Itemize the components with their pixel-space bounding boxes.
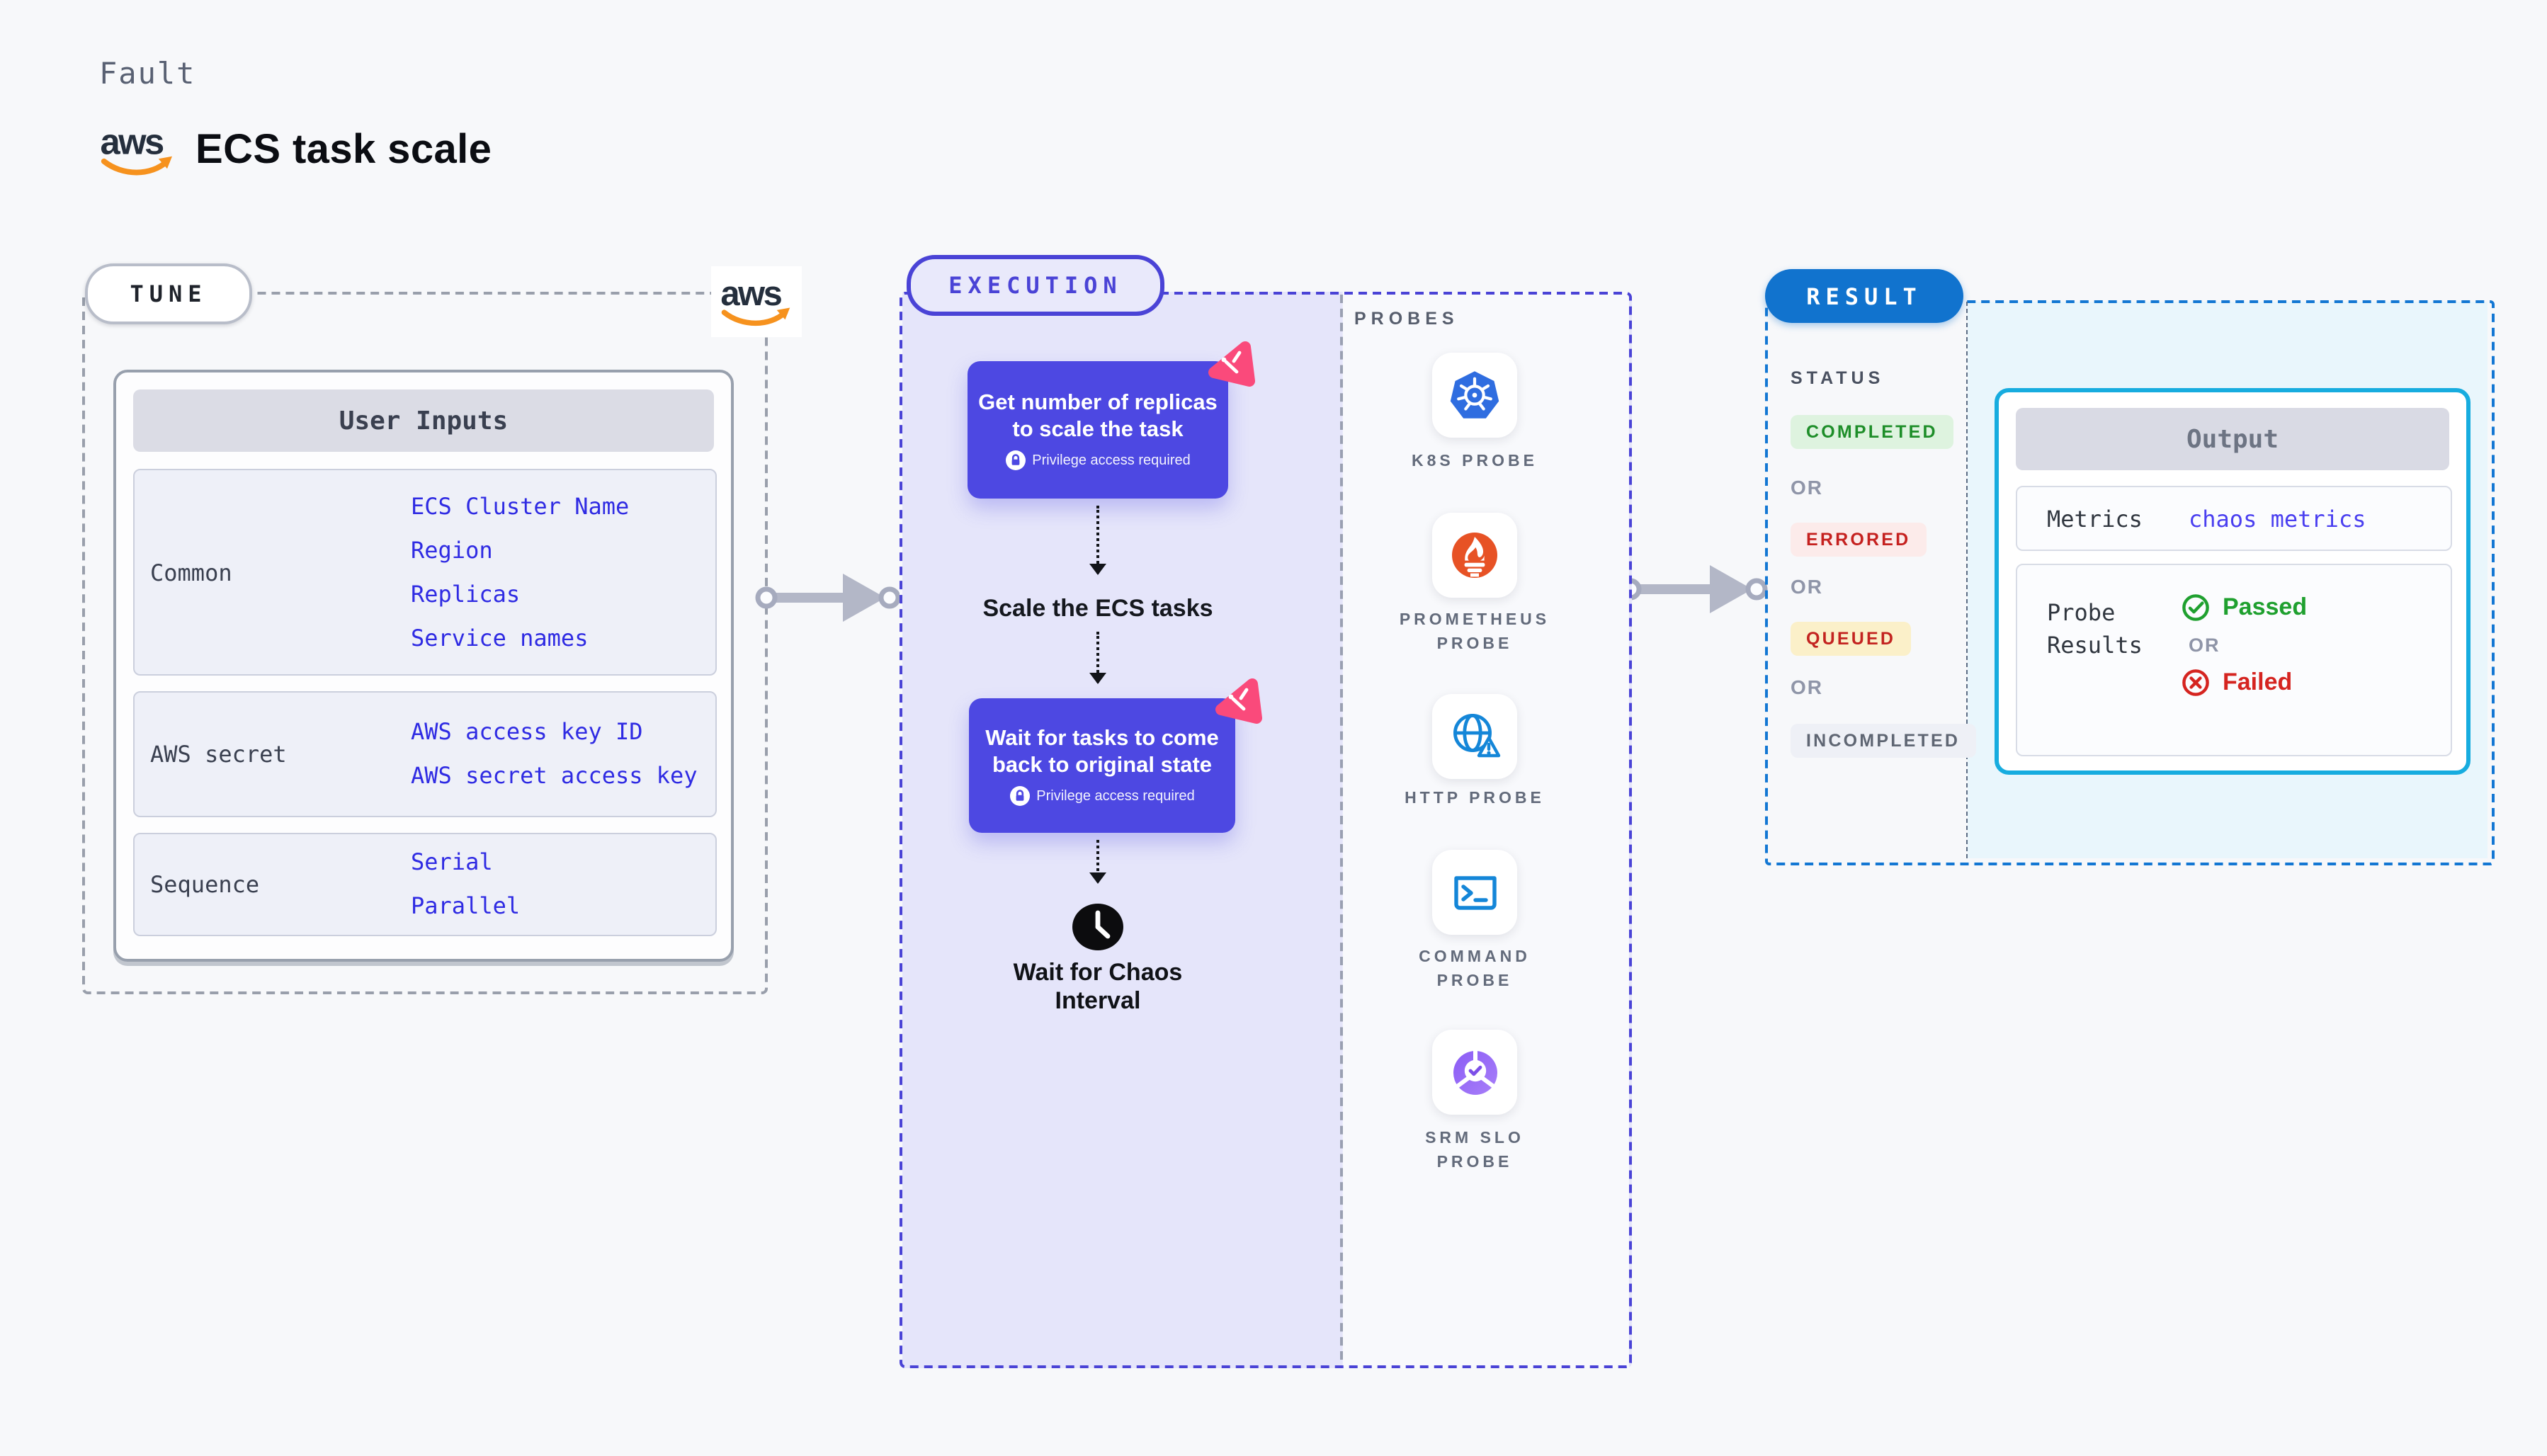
- metrics-value: chaos metrics: [2189, 505, 2366, 532]
- aws-wordmark: aws: [101, 121, 164, 161]
- step-card-text: Wait for tasks to come back to original …: [985, 727, 1219, 778]
- row-values: Serial Parallel: [411, 834, 715, 935]
- clock-icon: [1072, 904, 1123, 950]
- chaos-ribbon-icon: [1215, 678, 1262, 724]
- prometheus-icon: [1452, 533, 1497, 578]
- probe-results-label: Probe Results: [2047, 599, 2143, 659]
- probes-heading: PROBES: [1354, 309, 1459, 329]
- result-pill: RESULT: [1765, 269, 1963, 323]
- tune-to-execution-arrow: [755, 574, 900, 622]
- input-value: Serial: [411, 848, 493, 875]
- or-separator: OR: [2189, 635, 2220, 656]
- probe-label: K8S PROBE: [1412, 453, 1538, 470]
- flow-arrow-down: [1089, 632, 1106, 684]
- user-inputs-table: User Inputs Common ECS Cluster Name Regi…: [113, 370, 734, 962]
- input-value: Service names: [411, 624, 589, 651]
- wait-chaos-interval-label: Wait for Chaos Interval: [1013, 959, 1183, 1014]
- input-value: Region: [411, 536, 493, 563]
- probe-card-srm-slo: [1432, 1030, 1517, 1115]
- kubernetes-icon: [1450, 371, 1499, 419]
- output-row-probe-results: Probe Results Passed OR Failed: [2016, 564, 2452, 756]
- step-card-get-replicas: Get number of replicas to scale the task…: [968, 361, 1228, 499]
- step-card-text: Get number of replicas to scale the task: [978, 391, 1218, 442]
- http-globe-icon: [1452, 712, 1500, 757]
- aws-corner-logo: aws: [711, 266, 802, 337]
- passed-line: Passed: [2182, 593, 2451, 622]
- input-value: AWS access key ID: [411, 718, 643, 745]
- input-value: Replicas: [411, 580, 521, 607]
- arrow-head-icon: [1089, 872, 1106, 892]
- status-badge-incompleted: INCOMPLETED: [1791, 724, 1976, 758]
- lock-icon: [1005, 450, 1026, 470]
- arrow-head-icon: [1089, 564, 1106, 584]
- probe-card-k8s: [1432, 353, 1517, 438]
- probe-results-values: Passed OR Failed: [2182, 565, 2451, 755]
- step-card-wait-tasks: Wait for tasks to come back to original …: [969, 698, 1235, 833]
- flow-arrow-down: [1089, 506, 1106, 575]
- output-table: Output Metrics chaos metrics Probe Resul…: [1995, 388, 2471, 775]
- x-circle-icon: [2182, 669, 2209, 696]
- row-label: Common: [150, 559, 232, 586]
- check-circle-icon: [2182, 594, 2209, 621]
- result-status-divider: [1966, 302, 1968, 858]
- aws-logo-icon: aws: [101, 121, 172, 176]
- failed-label: Failed: [2223, 669, 2293, 695]
- command-terminal-icon: [1453, 875, 1496, 909]
- aws-logo-icon: aws: [720, 275, 790, 326]
- passed-label: Passed: [2223, 593, 2308, 620]
- status-badge-errored: ERRORED: [1791, 523, 1927, 557]
- probe-label: COMMAND PROBE: [1419, 949, 1531, 989]
- input-value: Parallel: [411, 892, 521, 919]
- table-row-aws-secret: AWS secret AWS access key ID AWS secret …: [133, 691, 717, 817]
- probe-card-http: [1432, 694, 1517, 779]
- result-section-box: [1765, 300, 2495, 865]
- status-badge-queued: QUEUED: [1791, 622, 1912, 656]
- or-separator: OR: [1791, 476, 1823, 499]
- table-row-sequence: Sequence Serial Parallel: [133, 833, 717, 936]
- chaos-ribbon-icon: [1208, 341, 1255, 387]
- probes-to-result-arrow: [1619, 565, 1768, 613]
- probe-label: HTTP PROBE: [1405, 790, 1545, 807]
- tune-pill: TUNE: [85, 263, 252, 324]
- probe-card-prometheus: [1432, 513, 1517, 598]
- metrics-label: Metrics: [2047, 505, 2143, 532]
- probe-card-command: [1432, 850, 1517, 935]
- input-value: AWS secret access key: [411, 762, 698, 789]
- privilege-text: Privilege access required: [1036, 788, 1195, 804]
- row-values: AWS access key ID AWS secret access key: [411, 693, 715, 816]
- input-value: ECS Cluster Name: [411, 492, 630, 519]
- aws-wordmark: aws: [720, 275, 781, 313]
- srm-slo-icon: [1453, 1050, 1497, 1094]
- row-label: Sequence: [150, 871, 260, 898]
- lock-icon: [1009, 786, 1030, 806]
- status-heading: STATUS: [1791, 368, 1885, 388]
- probe-label: PROMETHEUS PROBE: [1399, 612, 1550, 652]
- user-inputs-header: User Inputs: [133, 389, 714, 452]
- scale-step-label: Scale the ECS tasks: [982, 595, 1213, 622]
- privilege-note: Privilege access required: [1009, 786, 1195, 806]
- or-separator: OR: [1791, 575, 1823, 598]
- output-row-metrics: Metrics chaos metrics: [2016, 486, 2452, 551]
- privilege-text: Privilege access required: [1032, 453, 1191, 468]
- fault-eyebrow: Fault: [99, 57, 196, 91]
- probe-label: SRM SLO PROBE: [1425, 1130, 1524, 1171]
- output-header: Output: [2016, 408, 2449, 470]
- row-label: AWS secret: [150, 741, 287, 768]
- tune-section-box: [82, 292, 768, 994]
- execution-probes-divider: [1340, 295, 1343, 1360]
- execution-pill: EXECUTION: [907, 255, 1164, 316]
- row-values: ECS Cluster Name Region Replicas Service…: [411, 470, 715, 674]
- privilege-note: Privilege access required: [1005, 450, 1191, 470]
- flow-arrow-down: [1089, 840, 1106, 884]
- arrow-head-icon: [1089, 673, 1106, 693]
- or-separator: OR: [1791, 676, 1823, 698]
- page-title: ECS task scale: [195, 127, 492, 173]
- table-row-common: Common ECS Cluster Name Region Replicas …: [133, 469, 717, 676]
- failed-line: Failed: [2182, 669, 2451, 697]
- status-badge-completed: COMPLETED: [1791, 415, 1953, 449]
